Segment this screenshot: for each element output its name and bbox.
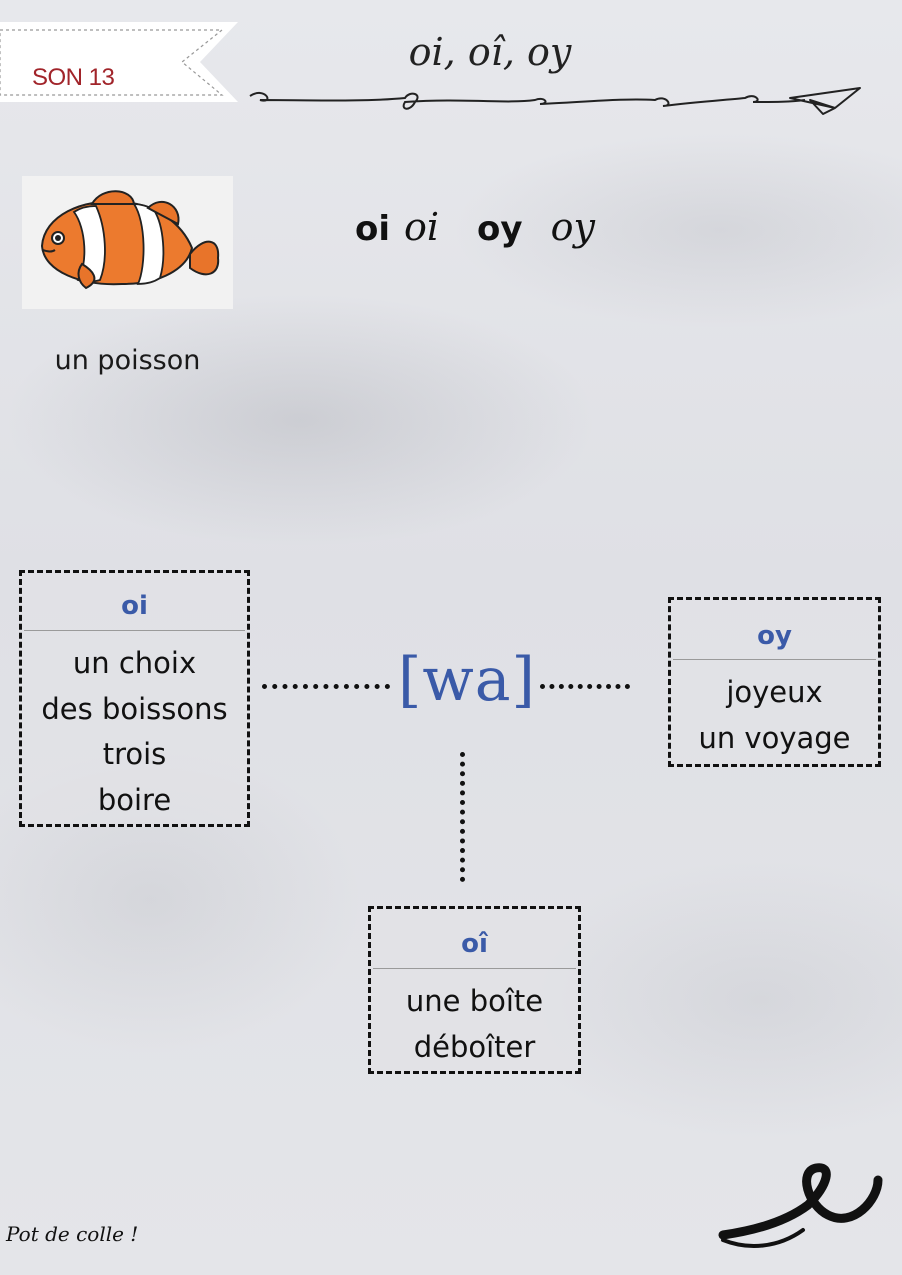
box-heading: oi: [24, 573, 245, 631]
grapheme-oi-print: oi: [355, 209, 391, 249]
word-item: un voyage: [698, 720, 851, 755]
word-item: trois: [102, 737, 167, 771]
image-caption: un poisson: [54, 345, 201, 376]
grapheme-oy-print: oy: [477, 209, 523, 249]
word-item: des boissons: [41, 691, 228, 726]
son-label: SON 13: [32, 64, 115, 91]
grapheme-oy-cursive: oy: [550, 205, 595, 249]
paper-plane-doodle-icon: [249, 87, 861, 115]
word-list: joyeux un voyage: [671, 660, 878, 761]
word-item: boire: [97, 782, 172, 817]
box-heading: oî: [373, 909, 576, 969]
word-item: joyeux: [726, 675, 823, 709]
swirl-doodle-icon: [718, 1163, 883, 1248]
phoneme-label: [wa]: [398, 645, 536, 715]
box-heading: oy: [673, 600, 876, 660]
page-title: oi, oî, oy: [408, 30, 572, 74]
spelling-box-oy: oy joyeux un voyage: [668, 597, 881, 767]
spelling-box-oi-circumflex: oî une boîte déboîter: [368, 906, 581, 1074]
word-item: un choix: [72, 646, 197, 680]
footer-signature: Pot de colle !: [6, 1222, 139, 1246]
connector-right: [540, 684, 630, 689]
connector-down: [460, 752, 465, 882]
word-item: une boîte: [405, 984, 544, 1018]
word-item: déboîter: [413, 1029, 536, 1064]
word-list: une boîte déboîter: [371, 969, 578, 1070]
banner-ribbon: [0, 22, 238, 102]
clownfish-image: [22, 176, 233, 309]
spelling-box-oi: oi un choix des boissons trois boire: [19, 570, 250, 827]
word-list: un choix des boissons trois boire: [22, 631, 247, 823]
grapheme-oi-cursive: oi: [404, 205, 440, 249]
connector-left: [262, 684, 390, 689]
grapheme-row: oi oi oy oy: [355, 205, 595, 265]
